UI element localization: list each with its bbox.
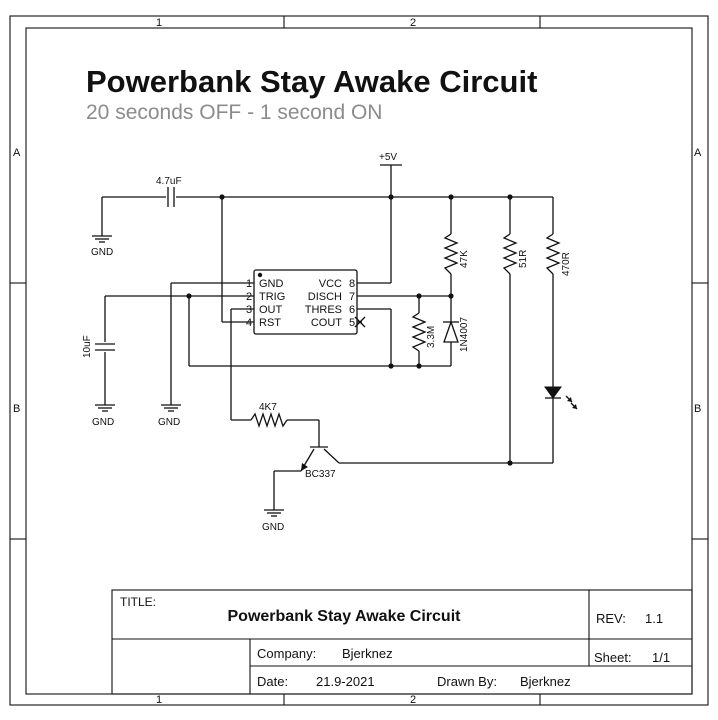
capacitor-top	[167, 187, 175, 207]
ground-symbol-transistor	[264, 509, 284, 517]
ic-pin-name-vcc: VCC	[319, 278, 342, 290]
ic-pin-num-3: 3	[246, 304, 252, 316]
title-block-rev-value: 1.1	[645, 611, 663, 626]
title-block-drawn-value: Bjerknez	[520, 674, 571, 689]
frame-col-1-top: 1	[156, 17, 162, 29]
ground-symbol-ic	[161, 404, 181, 412]
ic-pin-num-2: 2	[246, 291, 252, 303]
ic-pin-name-rst: RST	[259, 317, 281, 329]
resistor-47k-label: 47K	[459, 250, 470, 268]
resistor-470r-label: 470R	[561, 252, 572, 276]
diode-label: 1N4007	[459, 317, 470, 352]
ic-pin-num-6: 6	[349, 304, 355, 316]
resistor-4k7-label: 4K7	[259, 402, 277, 413]
resistor-3m3	[411, 312, 427, 352]
capacitor-left	[95, 343, 115, 351]
ground-symbol-top-left	[92, 235, 112, 243]
resistor-470r	[545, 233, 561, 275]
resistor-51r	[502, 233, 518, 275]
resistor-4k7	[250, 411, 288, 429]
frame-row-a-left: A	[13, 147, 21, 159]
supply-label: +5V	[379, 152, 397, 163]
timer-ic-body	[253, 269, 358, 335]
frame-col-1-bottom: 1	[156, 694, 162, 706]
frame-row-a-right: A	[694, 147, 702, 159]
transistor-bc337	[300, 446, 340, 472]
title-block-date-label: Date:	[257, 674, 288, 689]
ic-pin-num-7: 7	[349, 291, 355, 303]
title-block-title-value: Powerbank Stay Awake Circuit	[228, 608, 462, 625]
title-block-drawn-label: Drawn By:	[437, 674, 497, 689]
ic-pin-name-out: OUT	[259, 304, 283, 316]
no-connect-marker	[354, 316, 366, 328]
title-block-sheet-label: Sheet:	[594, 650, 632, 665]
diagram-title: Powerbank Stay Awake Circuit	[86, 64, 537, 99]
title-block-company-label: Company:	[257, 646, 316, 661]
ic-pin1-marker	[257, 272, 263, 278]
ic-pin-num-1: 1	[246, 278, 252, 290]
capacitor-top-label: 4.7uF	[156, 176, 182, 187]
ic-pin-name-disch: DISCH	[308, 291, 342, 303]
gnd-label-capacitor: GND	[92, 417, 114, 428]
title-block	[111, 589, 693, 695]
frame-row-b-left: B	[13, 403, 20, 415]
resistor-51r-label: 51R	[518, 250, 529, 268]
diode-1n4007	[443, 320, 459, 343]
ic-pin-name-gnd: GND	[259, 278, 284, 290]
ic-pin-name-thres: THRES	[305, 304, 342, 316]
gnd-label-transistor: GND	[262, 522, 284, 533]
frame-row-b-right: B	[694, 403, 701, 415]
gnd-label-ic: GND	[158, 417, 180, 428]
title-block-title-label: TITLE:	[120, 595, 156, 609]
ic-pin-num-8: 8	[349, 278, 355, 290]
wires	[101, 164, 554, 510]
ground-symbol-capacitor	[95, 404, 115, 412]
frame-col-2-bottom: 2	[410, 694, 416, 706]
title-block-rev-label: REV:	[596, 611, 626, 626]
title-block-company-value: Bjerknez	[342, 646, 393, 661]
frame-col-2-top: 2	[410, 17, 416, 29]
capacitor-left-label: 10uF	[82, 335, 93, 358]
ic-pin-num-4: 4	[246, 317, 252, 329]
gnd-label-top-left: GND	[91, 247, 113, 258]
junctions	[186, 194, 513, 466]
ic-pin-num-5: 5	[349, 317, 355, 329]
resistor-47k	[443, 233, 459, 275]
ic-pin-name-cout: COUT	[311, 317, 342, 329]
led	[544, 386, 578, 410]
ic-pin-name-trig: TRIG	[259, 291, 285, 303]
title-block-sheet-value: 1/1	[652, 650, 670, 665]
diagram-subtitle: 20 seconds OFF - 1 second ON	[86, 101, 382, 124]
transistor-label: BC337	[305, 469, 336, 480]
title-block-date-value: 21.9-2021	[316, 674, 375, 689]
resistor-3m3-label: 3.3M	[426, 326, 437, 348]
